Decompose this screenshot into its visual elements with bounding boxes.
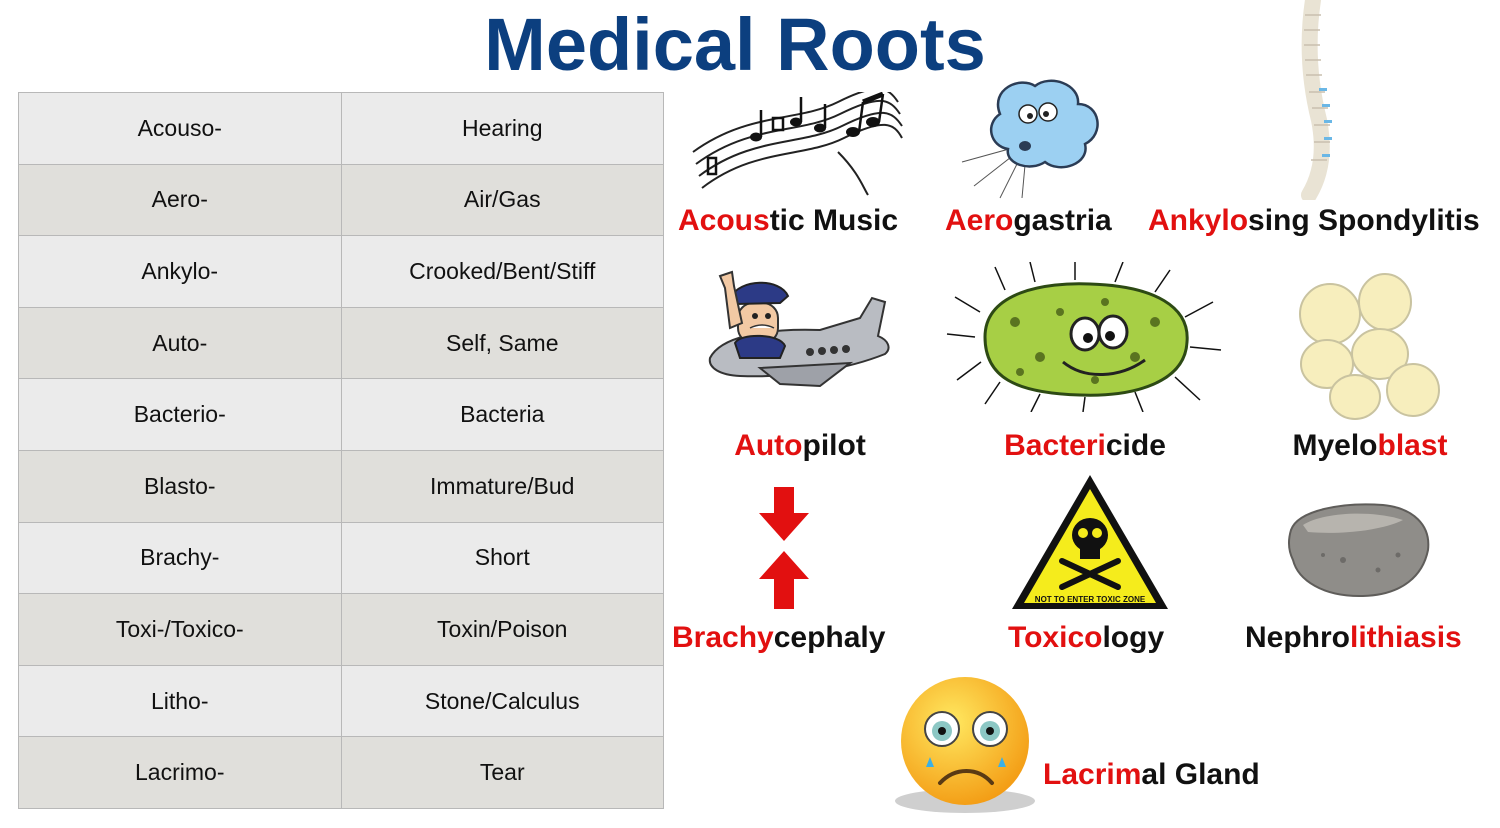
meaning-cell: Tear bbox=[340, 736, 664, 809]
root-highlight: Aero bbox=[945, 204, 1014, 237]
table-row: Ankylo-Crooked/Bent/Stiff bbox=[18, 235, 664, 308]
meaning-cell: Toxin/Poison bbox=[340, 593, 664, 666]
blowing-cloud-icon bbox=[961, 79, 1099, 199]
word-rest: sing Spondylitis bbox=[1248, 204, 1480, 237]
meaning-cell: Short bbox=[340, 521, 664, 595]
roots-table: Acouso-Hearing Aero-Air/Gas Ankylo-Crook… bbox=[18, 92, 664, 809]
root-cell: Aero- bbox=[18, 163, 342, 237]
root-highlight: Lacrim bbox=[1043, 758, 1142, 791]
caption-nephrolithiasis: Nephrolithiasis bbox=[1245, 621, 1462, 655]
word-rest: pilot bbox=[802, 429, 866, 462]
root-highlight: Brachy bbox=[672, 621, 774, 654]
compress-arrows-icon bbox=[759, 487, 809, 609]
table-row: Auto-Self, Same bbox=[18, 306, 664, 380]
word-prefix: Nephro bbox=[1245, 621, 1350, 654]
root-cell: Blasto- bbox=[18, 449, 342, 523]
music-notes-icon bbox=[692, 92, 903, 196]
meaning-cell: Self, Same bbox=[340, 306, 664, 380]
spine-icon bbox=[1301, 0, 1332, 200]
table-row: Aero-Air/Gas bbox=[18, 163, 664, 237]
stone-icon bbox=[1287, 503, 1430, 598]
caption-autopilot: Autopilot bbox=[700, 429, 900, 463]
caption-bactericide: Bactericide bbox=[985, 429, 1185, 463]
word-rest: logy bbox=[1102, 621, 1165, 654]
caption-brachycephaly: Brachycephaly bbox=[672, 621, 885, 655]
meaning-cell: Stone/Calculus bbox=[340, 664, 664, 738]
meaning-cell: Immature/Bud bbox=[340, 449, 664, 523]
root-cell: Toxi-/Toxico- bbox=[18, 593, 342, 666]
meaning-cell: Air/Gas bbox=[340, 163, 664, 237]
caption-myeloblast: Myeloblast bbox=[1270, 429, 1470, 463]
table-row: Bacterio-Bacteria bbox=[18, 378, 664, 451]
meaning-cell: Hearing bbox=[340, 92, 664, 165]
meaning-cell: Bacteria bbox=[340, 378, 664, 451]
word-rest: cide bbox=[1105, 429, 1166, 462]
caption-ankylosing-spondylitis: Ankylosing Spondylitis bbox=[1148, 204, 1480, 238]
root-highlight: Auto bbox=[734, 429, 803, 462]
caption-acoustic-music: Acoustic Music bbox=[678, 204, 898, 238]
root-highlight: lithiasis bbox=[1350, 621, 1462, 654]
caption-aerogastria: Aerogastria bbox=[945, 204, 1112, 238]
word-rest: gastria bbox=[1013, 204, 1112, 237]
root-highlight: Ankylo bbox=[1148, 204, 1249, 237]
word-rest: al Gland bbox=[1141, 758, 1260, 791]
root-cell: Litho- bbox=[18, 664, 342, 738]
table-row: Lacrimo-Tear bbox=[18, 736, 664, 809]
root-cell: Ankylo- bbox=[18, 235, 342, 308]
table-row: Toxi-/Toxico-Toxin/Poison bbox=[18, 593, 664, 666]
table-row: Litho-Stone/Calculus bbox=[18, 664, 664, 738]
page-title: Medical Roots bbox=[484, 3, 986, 86]
toxic-sign-text: NOT TO ENTER TOXIC ZONE bbox=[1035, 595, 1146, 604]
root-highlight: Bacteri bbox=[1004, 429, 1106, 462]
crying-face-icon bbox=[895, 677, 1035, 813]
root-cell: Lacrimo- bbox=[18, 736, 342, 809]
toxic-warning-icon: NOT TO ENTER TOXIC ZONE bbox=[1012, 475, 1168, 609]
root-cell: Acouso- bbox=[18, 92, 342, 165]
caption-toxicology: Toxicology bbox=[1008, 621, 1164, 655]
word-prefix: Myelo bbox=[1292, 429, 1378, 462]
bacterium-icon bbox=[946, 262, 1222, 412]
word-rest: cephaly bbox=[773, 621, 886, 654]
word-rest: tic Music bbox=[769, 204, 899, 237]
root-highlight: Acous bbox=[678, 204, 770, 237]
caption-lacrimal-gland: Lacrimal Gland bbox=[1043, 758, 1260, 792]
root-cell: Bacterio- bbox=[18, 378, 342, 451]
table-row: Blasto-Immature/Bud bbox=[18, 449, 664, 523]
root-highlight: blast bbox=[1377, 429, 1448, 462]
root-cell: Brachy- bbox=[18, 521, 342, 595]
table-row: Brachy-Short bbox=[18, 521, 664, 595]
meaning-cell: Crooked/Bent/Stiff bbox=[340, 235, 664, 308]
root-highlight: Toxico bbox=[1008, 621, 1103, 654]
cells-icon bbox=[1299, 273, 1440, 420]
pilot-airplane-icon bbox=[708, 270, 890, 388]
root-cell: Auto- bbox=[18, 306, 342, 380]
table-row: Acouso-Hearing bbox=[18, 92, 664, 165]
